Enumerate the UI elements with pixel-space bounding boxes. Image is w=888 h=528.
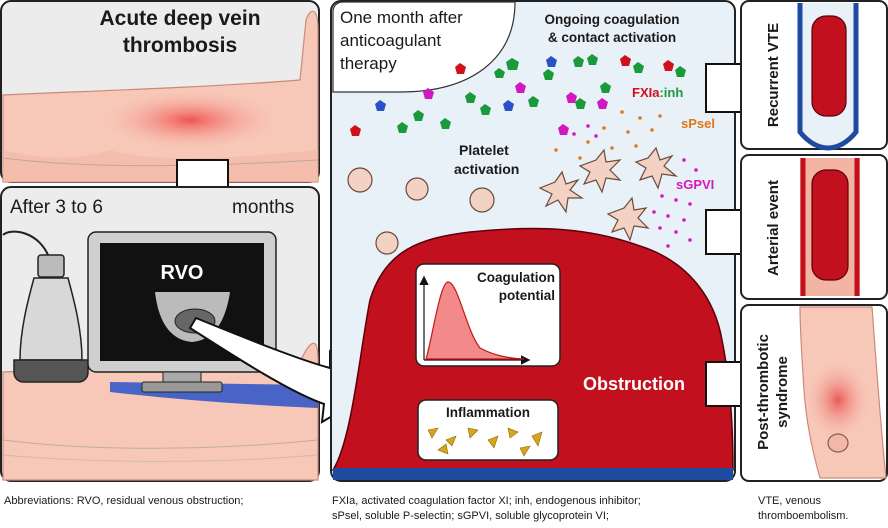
months-label: months [232, 197, 294, 218]
activated-platelets [538, 146, 679, 242]
inflammation-box [417, 399, 559, 461]
fxia-label: FXIa:inh [632, 85, 683, 100]
pts-line2: syndrome [774, 356, 791, 428]
coagulation-factors [350, 54, 686, 136]
coag-potential-line2: potential [499, 288, 555, 303]
platelet-line1: Platelet [459, 142, 509, 158]
abbreviations-col1: Abbreviations: RVO, residual venous obst… [4, 495, 244, 507]
resting-platelets [347, 167, 495, 255]
ultrasound-probe-icon [13, 254, 89, 383]
abbreviations-col2-line1: FXIa, activated coagulation factor XI; i… [332, 495, 641, 507]
panel-recurrent-vte [740, 0, 888, 151]
fxia-text: FXIa [632, 85, 660, 100]
inflammation-label: Inflammation [446, 405, 530, 420]
panel-arterial-event [740, 154, 888, 300]
coag-potential-line1: Coagulation [477, 270, 555, 285]
coag-line1: Ongoing coagulation [545, 12, 680, 27]
time-line2: anticoagulant [340, 31, 441, 50]
sgpvi-dots [572, 124, 698, 248]
coag-potential-box [415, 263, 561, 367]
panel-after-months: RVO After 3 to 6 months [0, 186, 320, 482]
recurrent-vte-label: Recurrent VTE [765, 23, 782, 127]
acute-title-line2: thrombosis [123, 34, 237, 57]
time-line1: One month after [340, 8, 463, 27]
abbreviations-col3-line1: VTE, venous [758, 495, 821, 507]
pts-line1: Post-thrombotic [755, 334, 772, 450]
clot-glow-acute [95, 88, 285, 152]
obstruction-label: Obstruction [583, 374, 685, 394]
abbreviations-col2-line2: sPsel, soluble P-selectin; sGPVI, solubl… [332, 510, 609, 522]
inh-text: :inh [659, 85, 683, 100]
abbreviations-col3-line2: thromboembolism. [758, 510, 849, 522]
spsel-label: sPsel [681, 116, 715, 131]
sgpvi-label: sGPVI [676, 177, 714, 192]
rvo-to-center-arrow [188, 316, 370, 424]
panel-pts [740, 304, 888, 482]
monitor-rvo-label: RVO [161, 262, 204, 284]
panel-acute-dvt: Acute deep vein thrombosis [0, 0, 320, 183]
coag-potential-curve [425, 281, 525, 360]
time-line3: therapy [340, 54, 397, 73]
monitor-icon [87, 231, 277, 393]
spsel-dots [554, 110, 662, 160]
platelet-line2: activation [454, 161, 519, 177]
coag-line2: & contact activation [548, 30, 676, 45]
acute-title-line1: Acute deep vein [99, 7, 260, 30]
after-label: After 3 to 6 [10, 197, 103, 218]
arterial-event-label: Arterial event [765, 180, 782, 276]
panel-center: One month after anticoagulant therapy On… [330, 0, 736, 482]
